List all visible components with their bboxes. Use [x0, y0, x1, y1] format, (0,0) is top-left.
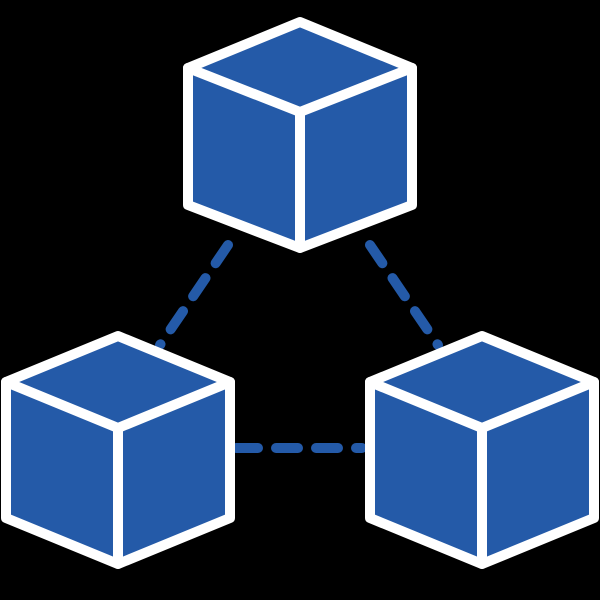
bottom-left-cube: [1, 331, 235, 569]
connector-top-right: [365, 240, 443, 350]
top-cube: [183, 17, 417, 253]
connector-top-left: [155, 240, 233, 350]
bottom-right-cube: [365, 331, 599, 569]
